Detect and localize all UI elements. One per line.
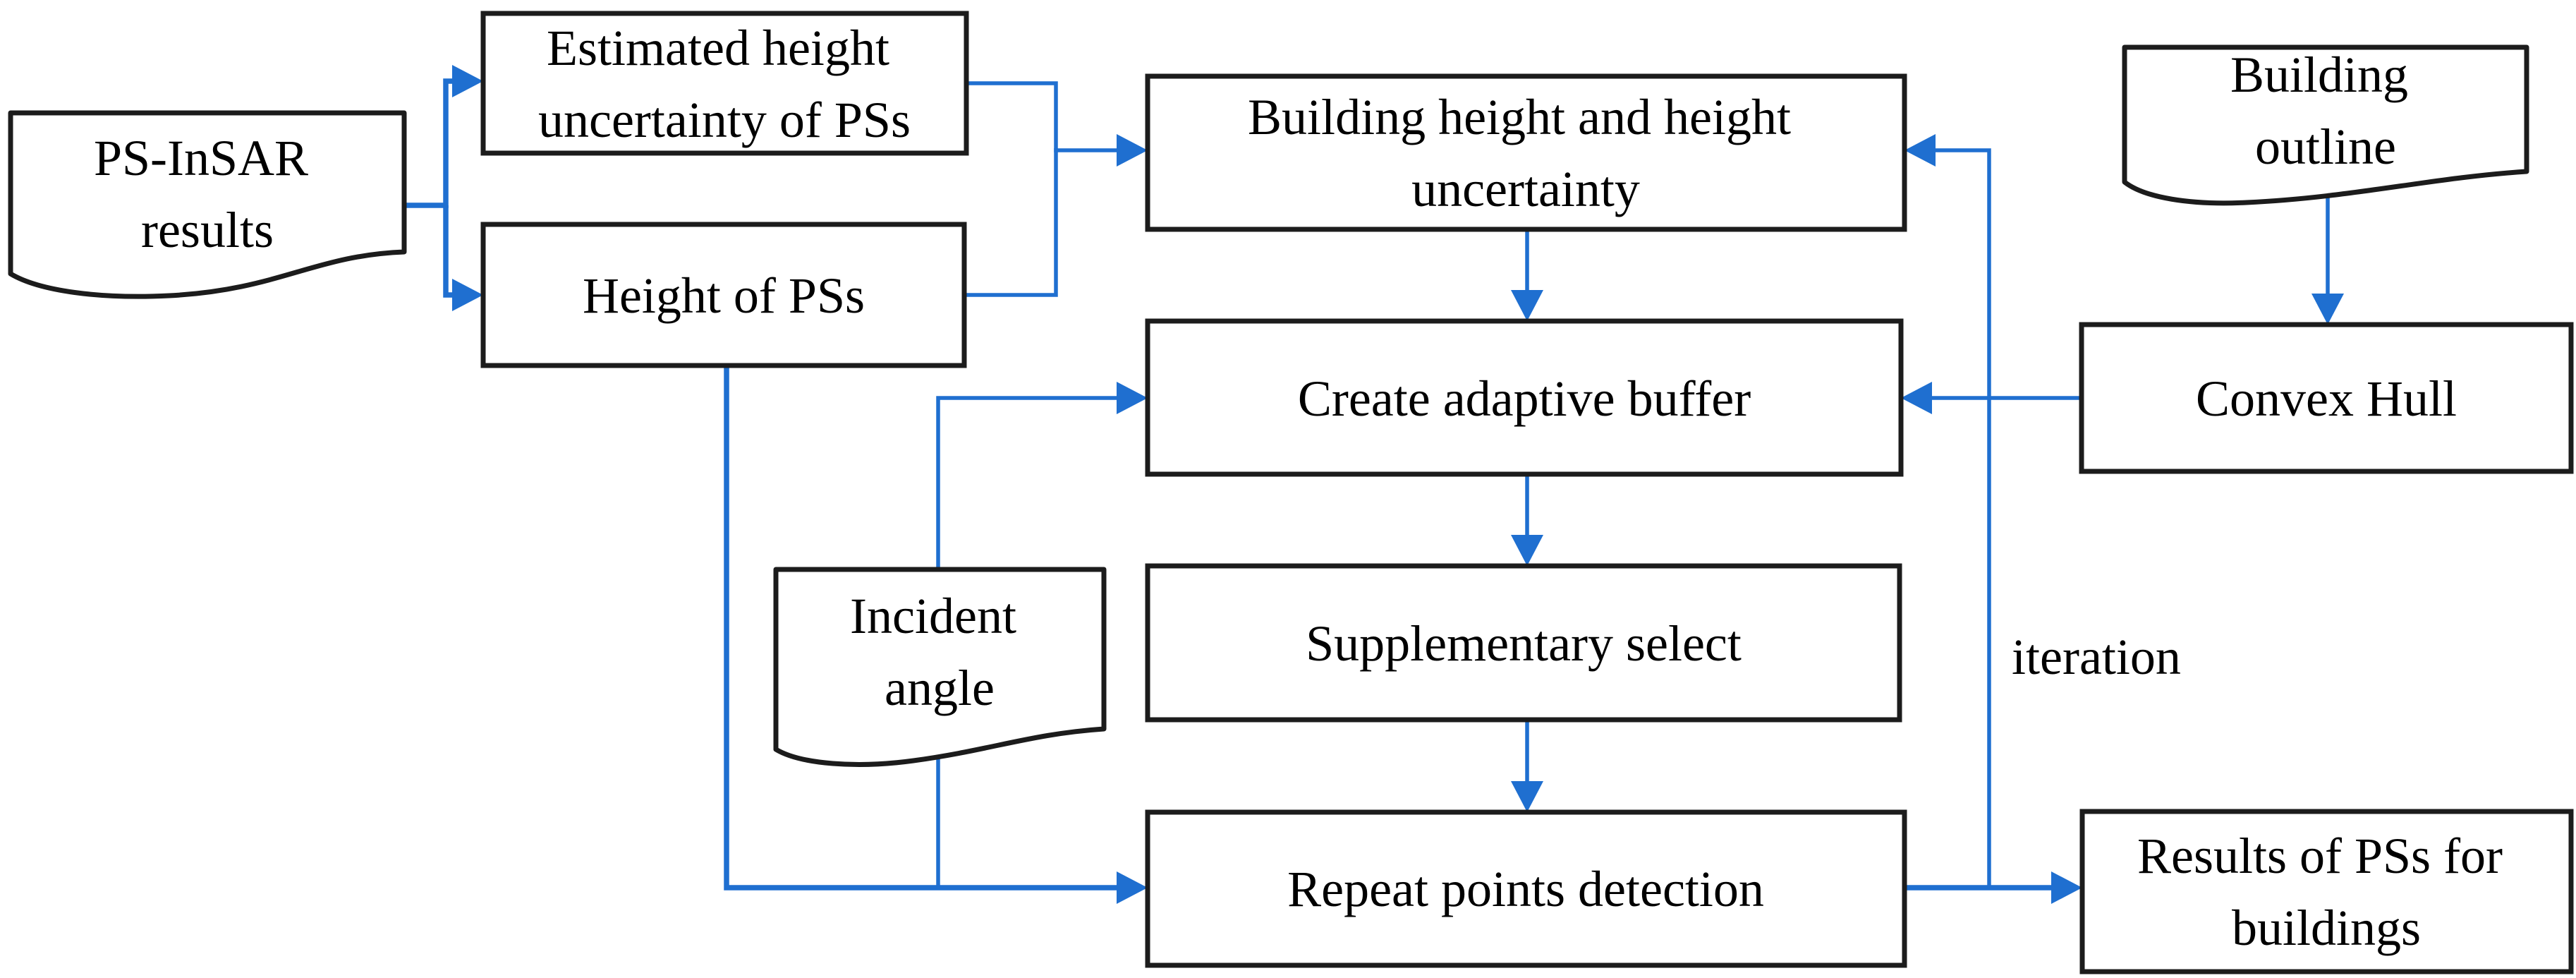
arrowhead-into-create-buffer-top-icon xyxy=(1511,290,1543,321)
arrowhead-into-create-buffer-right-icon xyxy=(1901,382,1932,414)
label-line: buildings xyxy=(2232,900,2421,956)
node-ps-insar-results-label: PS-InSAR results xyxy=(94,130,321,258)
label-line: Incident xyxy=(850,588,1016,644)
label-line: Results of PSs for xyxy=(2137,828,2503,884)
node-repeat-points-box xyxy=(1145,809,1907,968)
node-incident-angle-shape xyxy=(773,567,1107,767)
label-line: Convex Hull xyxy=(2196,370,2457,427)
label-line: outline xyxy=(2255,119,2396,175)
node-building-outline-shape xyxy=(2122,44,2529,206)
edge-height-pss-to-repeat-points xyxy=(724,366,1119,891)
node-ps-insar-results-shape xyxy=(8,110,407,299)
label-line: uncertainty of PSs xyxy=(538,92,911,148)
labels-group: PS-InSAR results Estimated height uncert… xyxy=(94,20,2515,956)
node-supplementary-label: Supplementary select xyxy=(1306,615,1742,672)
label-line: uncertainty xyxy=(1411,161,1640,217)
label-line: Create adaptive buffer xyxy=(1298,370,1751,427)
label-line: Building xyxy=(2230,47,2408,103)
arrowhead-into-results-icon xyxy=(2051,871,2082,904)
node-est-height-box xyxy=(480,11,969,156)
node-height-pss-label: Height of PSs xyxy=(583,267,865,324)
iteration-edge-label: iteration xyxy=(2012,629,2181,685)
node-convex-hull-label: Convex Hull xyxy=(2196,370,2457,427)
node-results-label: Results of PSs for buildings xyxy=(2137,828,2515,956)
edge-height-pss-to-merge xyxy=(964,148,1058,297)
arrowhead-into-repeat-points-icon xyxy=(1117,871,1148,904)
arrowhead-into-building-height-left-icon xyxy=(1117,134,1148,167)
node-repeat-points-label: Repeat points detection xyxy=(1287,861,1764,917)
node-incident-angle-label: Incident angle xyxy=(850,588,1029,716)
label-line: Repeat points detection xyxy=(1287,861,1764,917)
label-line: angle xyxy=(885,660,995,716)
arrowhead-into-est-height-icon xyxy=(452,65,483,97)
arrowhead-into-supplementary-icon xyxy=(1511,535,1543,566)
label-line: Height of PSs xyxy=(583,267,865,324)
edge-ps-results-to-height-pss xyxy=(443,205,455,298)
edge-iteration-loop xyxy=(1934,148,1991,888)
node-create-buffer-box xyxy=(1145,318,1904,477)
arrowheads-group xyxy=(452,65,2344,904)
nodes-group xyxy=(8,11,2574,974)
arrowhead-into-convex-hull-icon xyxy=(2311,294,2344,325)
edges-group xyxy=(404,78,2330,891)
label-line: Building height and height xyxy=(1248,89,1791,145)
arrowhead-into-create-buffer-left-icon xyxy=(1117,382,1148,414)
node-supplementary-box xyxy=(1145,563,1902,723)
node-building-height-box xyxy=(1145,73,1907,232)
node-est-height-label: Estimated height uncertainty of PSs xyxy=(538,20,911,148)
edge-ps-results-to-est-height xyxy=(404,78,455,208)
label-line: Estimated height xyxy=(547,20,889,76)
node-building-outline-label: Building outline xyxy=(2230,47,2421,175)
arrowhead-into-building-height-right-icon xyxy=(1904,134,1936,167)
arrowhead-into-height-pss-icon xyxy=(452,279,483,311)
arrowhead-into-repeat-points-top-icon xyxy=(1511,781,1543,812)
label-line: Supplementary select xyxy=(1306,615,1742,672)
node-building-height-label: Building height and height uncertainty xyxy=(1248,89,1804,217)
node-height-pss-box xyxy=(480,222,967,368)
node-results-box xyxy=(2079,809,2574,974)
node-create-buffer-label: Create adaptive buffer xyxy=(1298,370,1751,427)
edge-incident-angle-to-create-buffer xyxy=(936,396,1119,569)
label-line: PS-InSAR xyxy=(94,130,308,186)
edge-est-height-to-merge xyxy=(966,81,1058,152)
label-line: results xyxy=(141,202,274,258)
node-convex-hull-box xyxy=(2079,322,2574,474)
